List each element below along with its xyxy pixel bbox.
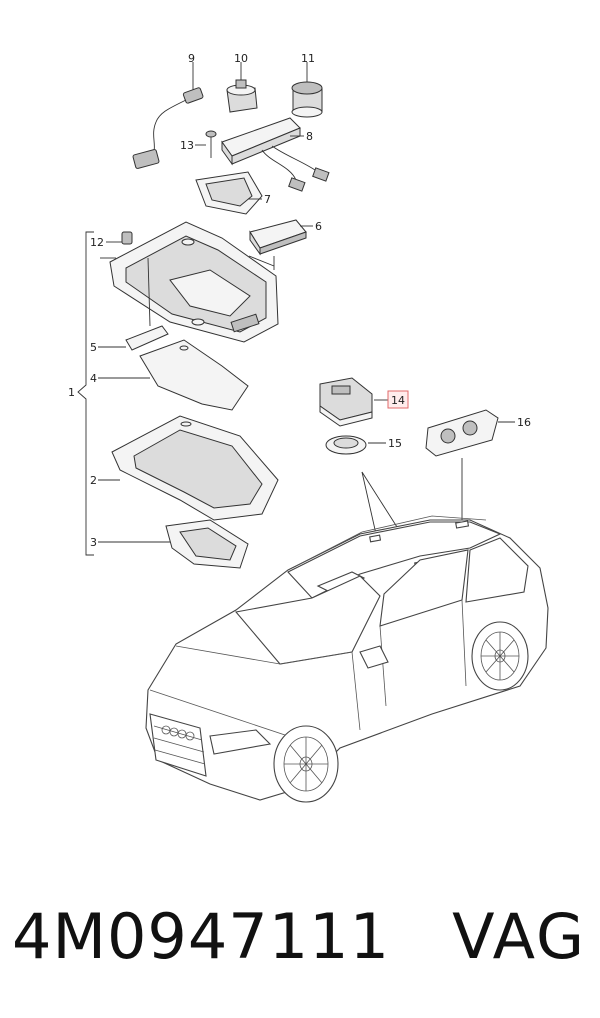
part-9-cable (132, 62, 204, 169)
part-5-seal (98, 325, 169, 351)
callout-7: 7 (264, 193, 271, 206)
part-10-socket (226, 62, 258, 113)
callout-15: 15 (388, 437, 402, 450)
callout-1: 1 (68, 386, 75, 399)
part-4-pad (98, 339, 249, 411)
callout-16: 16 (517, 416, 531, 429)
part-13-screw (195, 130, 217, 158)
part-15-ring (325, 435, 386, 455)
callout-14-highlight (387, 390, 409, 409)
callout-3: 3 (90, 536, 97, 549)
callout-14: 14 (391, 394, 405, 407)
callout-13: 13 (180, 139, 194, 152)
part-7-bracket (195, 171, 263, 215)
part-2-frame (98, 415, 279, 521)
part-11-bulb-holder (291, 62, 323, 118)
car-illustration (145, 515, 549, 803)
part-6-switch (248, 219, 313, 270)
part-3-cover (98, 519, 249, 569)
part-number: 4M0947111 (12, 900, 391, 973)
overhead-console (109, 221, 279, 343)
callout-11: 11 (301, 52, 315, 65)
part-12-clip (106, 231, 133, 245)
part-8-module (221, 117, 330, 192)
callout-5: 5 (90, 341, 97, 354)
callout-10: 10 (234, 52, 248, 65)
part-14-reading-light (319, 377, 388, 427)
group-1-bracket (77, 231, 116, 556)
footer: 4M0947111 VAG (0, 892, 600, 982)
brand-name: VAG (452, 900, 586, 973)
callout-9: 9 (188, 52, 195, 65)
callout-6: 6 (315, 220, 322, 233)
callout-12: 12 (90, 236, 104, 249)
callout-4: 4 (90, 372, 97, 385)
callout-labels: 9 10 11 8 13 7 6 12 5 4 1 14 15 16 2 3 (68, 52, 531, 549)
callout-2: 2 (90, 474, 97, 487)
callout-8: 8 (306, 130, 313, 143)
part-16-rear-light (425, 409, 515, 457)
